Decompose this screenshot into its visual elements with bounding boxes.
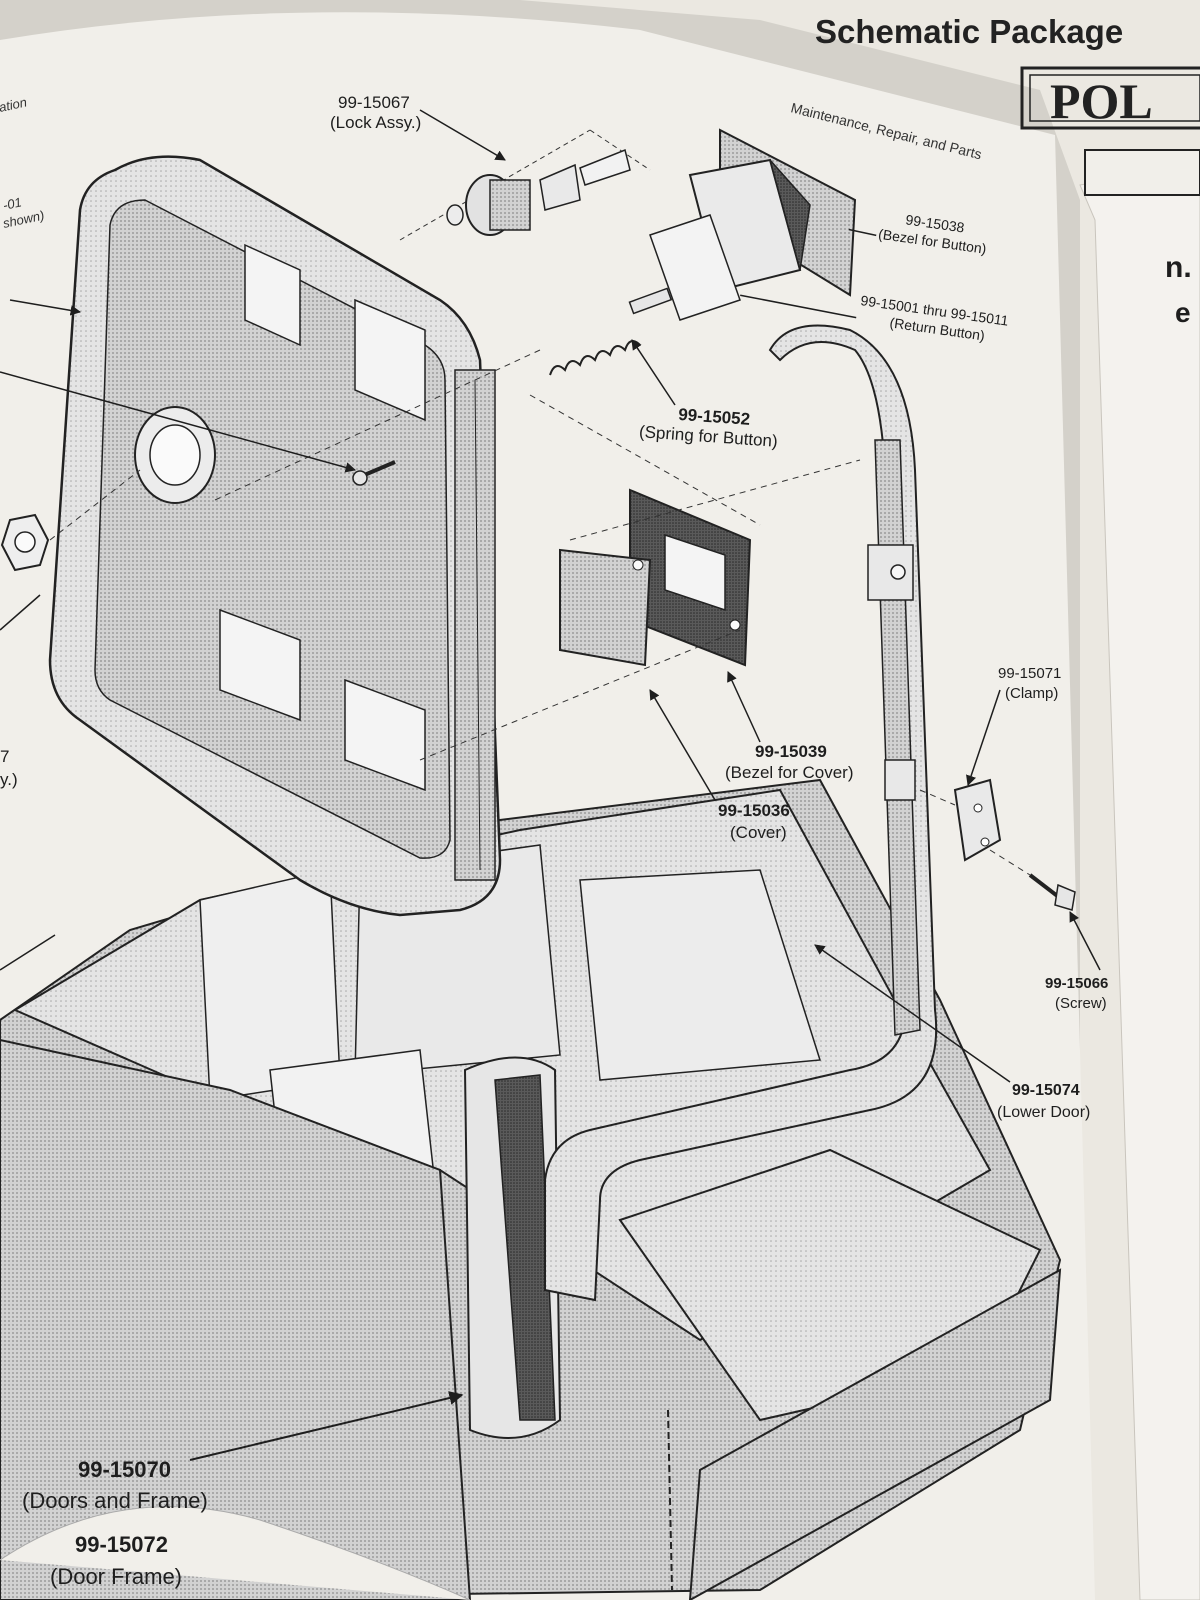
callout-lock-assy: 99-15067 (Lock Assy.)	[330, 93, 506, 161]
callout-description: (Screw)	[1055, 995, 1107, 1012]
alignment-lines	[49, 349, 1031, 876]
callout-part-number: 99-15072	[75, 1532, 168, 1557]
clamp-screw	[1028, 873, 1076, 911]
lower-door-frame	[544, 324, 938, 1302]
lock-nut	[0, 513, 50, 572]
callout-part-number: 99-15052	[678, 405, 751, 429]
center-post	[463, 1056, 562, 1439]
spring-leader-line	[631, 339, 676, 406]
callout-part-number: 99-15074	[1012, 1082, 1080, 1099]
callout-description: (Door Frame)	[50, 1564, 182, 1589]
clamp	[953, 778, 1002, 862]
left-fragment-7: 7	[0, 747, 9, 766]
left-fragment-ation: ation	[0, 94, 28, 115]
return-button-bezel	[628, 128, 857, 321]
lock-assembly	[399, 129, 651, 241]
callout-description: (Bezel for Cover)	[725, 763, 853, 782]
callout-description: (Lower Door)	[997, 1104, 1090, 1121]
logo-lettering: POL	[1050, 73, 1153, 129]
callout-lower-door: 99-15074 (Lower Door)	[814, 944, 1090, 1121]
callout-cover: 99-15036 (Cover)	[649, 689, 790, 842]
button-spring	[549, 340, 641, 376]
left-fragment-y: y.)	[0, 770, 18, 789]
callout-description: (Clamp)	[1005, 685, 1058, 702]
callout-part-number: 99-15036	[718, 801, 790, 820]
callout-screw: 99-15066 (Screw)	[1045, 911, 1108, 1012]
callout-part-number: 99-15066	[1045, 975, 1108, 992]
schematic-package-title: Schematic Package	[815, 13, 1123, 50]
callout-description: (Lock Assy.)	[330, 113, 421, 132]
callout-part-number: 99-15067	[338, 93, 410, 112]
upper-door	[48, 155, 502, 917]
callout-part-number: 99-15070	[78, 1457, 171, 1482]
edge-fragment-2: e	[1175, 297, 1191, 328]
cover-and-bezel	[559, 488, 752, 667]
door-screw	[352, 460, 396, 486]
edge-fragment-1: n.	[1165, 251, 1192, 284]
callout-bezel-for-cover: 99-15039 (Bezel for Cover)	[725, 671, 853, 782]
left-leader-line-1	[9, 299, 82, 316]
callout-description: (Doors and Frame)	[22, 1488, 208, 1513]
callout-part-number: 99-15039	[755, 742, 827, 761]
left-leader-line-4	[0, 934, 56, 971]
callout-description: (Cover)	[730, 823, 787, 842]
left-leader-line-3	[0, 594, 41, 631]
left-leader-line-2	[0, 371, 357, 473]
callout-clamp: 99-15071 (Clamp)	[966, 665, 1061, 786]
callout-door-frame: 99-15072 (Door Frame)	[50, 1532, 182, 1589]
callout-part-number: 99-15071	[998, 665, 1061, 682]
callout-doors-and-frame: 99-15070 (Doors and Frame)	[22, 1391, 464, 1513]
polarity-logo: POL	[1020, 66, 1200, 196]
left-fragment-01: -01	[2, 194, 24, 213]
